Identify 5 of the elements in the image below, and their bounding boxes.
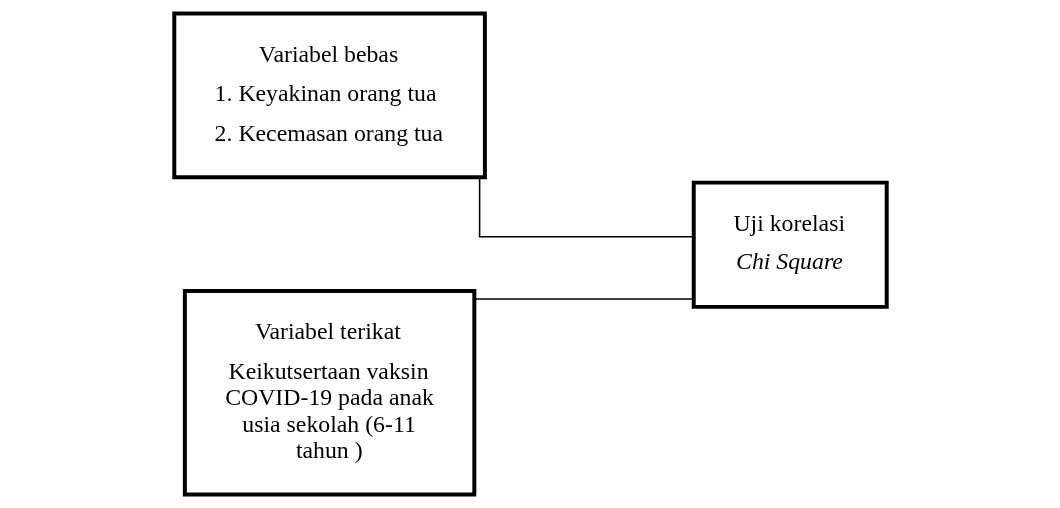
node-box: Variabel terikat Keikutsertaan vaksin COVID-19 pada anak usia sekolah (6-11 tahun ) xyxy=(182,289,476,497)
connector xyxy=(478,176,694,238)
node-box: Variabel bebas 1. Keyakinan orang tua 2. Kecemasan orang tua xyxy=(171,11,487,180)
node-box: Uji korelasi Chi Square xyxy=(691,180,889,309)
connector xyxy=(473,298,694,300)
